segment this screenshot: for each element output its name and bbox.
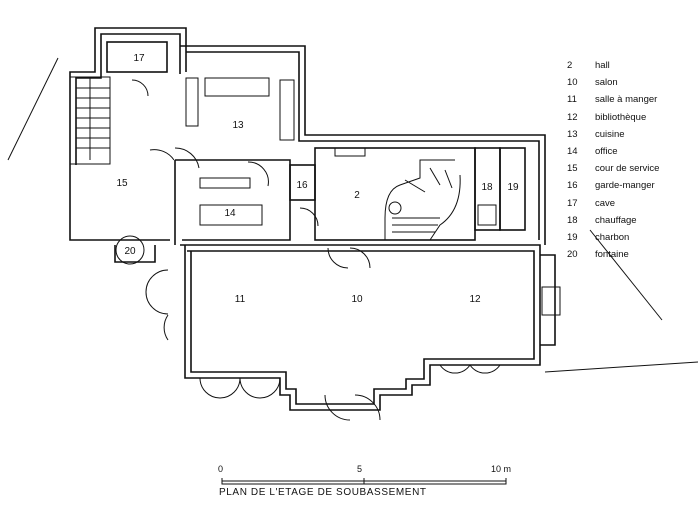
legend-item: 16 garde-manger [567, 177, 659, 194]
legend-item: 20 fontaine [567, 246, 659, 263]
wall-kitchen [180, 45, 546, 245]
legend-label: cave [595, 197, 616, 209]
wall-reception-inner [187, 250, 535, 405]
room-label-10: 10 [351, 294, 363, 305]
legend-label: hall [595, 60, 610, 71]
wall-north-west-inner [75, 33, 181, 165]
wall-north-west [69, 27, 187, 165]
kitchen-sink [185, 77, 199, 127]
legend-label: cuisine [595, 128, 625, 140]
legend-num: 12 [567, 111, 578, 123]
room-label-19: 19 [507, 182, 519, 193]
wall-office [175, 159, 291, 241]
legend-item: 11 salle à manger [567, 91, 659, 108]
room-label-14: 14 [224, 208, 236, 219]
cave-room [106, 41, 168, 73]
legend-num: 15 [567, 163, 578, 175]
fountain [114, 245, 156, 263]
legend-num: 10 [567, 77, 578, 89]
legend-num: 13 [567, 128, 578, 140]
legend-num: 11 [567, 94, 577, 106]
legend-label: office [595, 146, 618, 158]
ground-line-left [7, 57, 59, 161]
legend-num: 20 [567, 249, 578, 261]
coal-room [499, 147, 526, 231]
room-label-16: 16 [296, 180, 308, 191]
kitchen-counter [279, 79, 295, 141]
legend-label: salon [595, 77, 618, 89]
wall-kitchen-inner [186, 51, 540, 240]
kitchen-range [204, 77, 270, 97]
legend-label: charbon [595, 232, 630, 244]
legend-item: 19 charbon [567, 229, 659, 246]
legend-label: chauffage [595, 214, 637, 226]
legend-num: 19 [567, 232, 578, 244]
hall-room [314, 147, 476, 241]
room-label-13: 13 [232, 120, 244, 131]
service-stair [69, 76, 111, 165]
ground-line-right [589, 229, 663, 321]
office-counter [199, 177, 251, 189]
legend-item: 2 hall [567, 57, 659, 74]
room-label-15: 15 [116, 178, 128, 189]
legend-num: 2 [567, 60, 573, 71]
hall-fireplace [334, 147, 366, 157]
fountain-basin [115, 235, 145, 265]
legend-label: salle à manger [595, 94, 658, 106]
legend-label: cour de service [595, 163, 660, 175]
plan-title: PLAN DE L'ETAGE DE SOUBASSEMENT [219, 487, 427, 498]
boiler [477, 204, 497, 226]
wall-reception [180, 244, 541, 411]
legend-item: 18 chauffage [567, 212, 659, 229]
main-stair [384, 159, 461, 241]
scale-bar [221, 478, 507, 485]
room-label-20: 20 [124, 246, 136, 257]
library-fireplace [541, 286, 561, 316]
office-shelf [199, 204, 263, 226]
legend-label: bibliothèque [595, 111, 647, 123]
room-label-18: 18 [481, 182, 493, 193]
legend-label: fontaine [595, 249, 629, 261]
room-legend: 2 hall 10 salon 11 salle à manger 12 bibliot… [567, 57, 659, 263]
legend-num: 14 [567, 146, 578, 158]
scale-tick-0: 0 [218, 464, 224, 474]
legend-num: 17 [567, 197, 578, 209]
scale-tick-10: 10 m [491, 464, 512, 474]
legend-label: garde-manger [595, 180, 655, 192]
library-bay [540, 254, 556, 346]
legend-item: 12 bibliothèque [567, 109, 659, 126]
room-label-11: 11 [235, 294, 246, 305]
legend-item: 14 office [567, 143, 659, 160]
scale-tick-5: 5 [357, 464, 363, 474]
legend-item: 17 cave [567, 195, 659, 212]
legend-num: 16 [567, 180, 578, 192]
legend-item: 15 cour de service [567, 160, 659, 177]
door-swings [131, 79, 501, 421]
terrace-line [544, 361, 698, 373]
legend-num: 18 [567, 214, 578, 226]
wall-service-court [69, 165, 170, 241]
legend-item: 13 cuisine [567, 126, 659, 143]
room-label-2: 2 [354, 190, 360, 201]
legend-item: 10 salon [567, 74, 659, 91]
room-label-12: 12 [469, 294, 481, 305]
room-label-17: 17 [133, 53, 145, 64]
